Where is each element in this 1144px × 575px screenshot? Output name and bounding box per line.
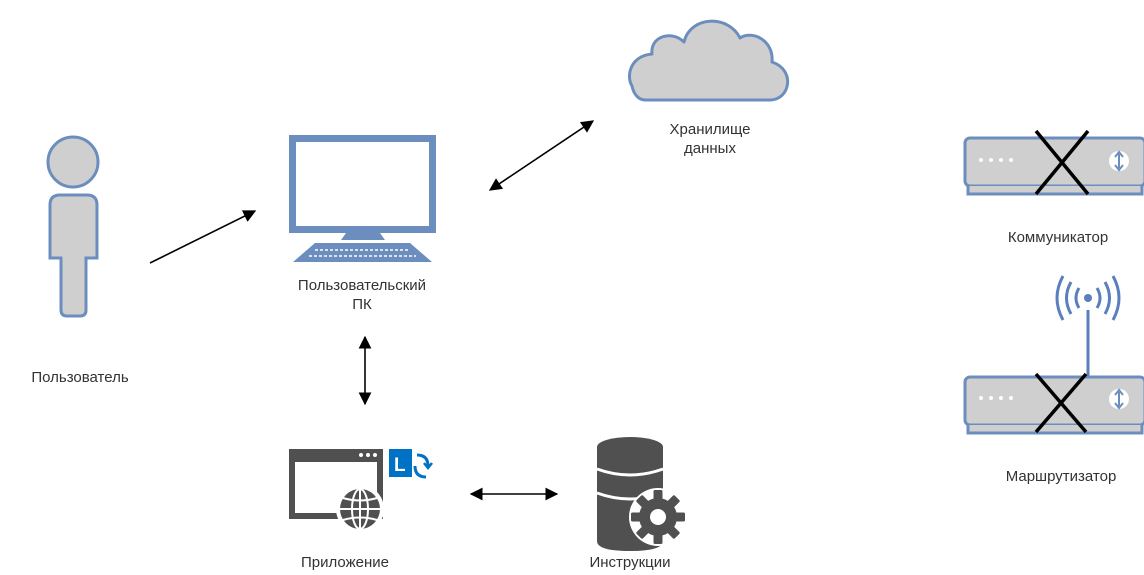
storage-label-line1: Хранилище: [669, 121, 751, 138]
application-label: Приложение: [301, 554, 389, 571]
instructions-label: Инструкции: [589, 554, 671, 571]
wireless-router-icon: [963, 275, 1144, 435]
cross-out-mark: [1034, 372, 1088, 434]
router-label: Маршрутизатор: [1005, 468, 1117, 485]
sharepoint-badge-icon: L: [389, 449, 433, 479]
monitor-keyboard-icon: [289, 135, 436, 262]
arrow-pc-storage: [488, 120, 595, 191]
browser-app-icon: [289, 449, 384, 533]
switch-device-icon: [963, 136, 1144, 196]
communicator-label: Коммуникатор: [1007, 229, 1109, 246]
database-gear-icon: [596, 437, 687, 551]
cloud-icon: [628, 19, 790, 102]
pc-label-line2: ПК: [352, 296, 372, 313]
badge-letter: L: [394, 455, 406, 476]
pc-label-line1: Пользовательский: [297, 277, 427, 294]
pc-label: Пользовательский ПК: [262, 276, 462, 314]
person-icon: [46, 135, 100, 318]
arrow-user-to-pc: [149, 210, 257, 264]
storage-label: Хранилище данных: [630, 120, 790, 158]
cross-out-mark: [1034, 129, 1090, 196]
user-label: Пользователь: [31, 369, 129, 386]
storage-label-line2: данных: [684, 140, 736, 157]
